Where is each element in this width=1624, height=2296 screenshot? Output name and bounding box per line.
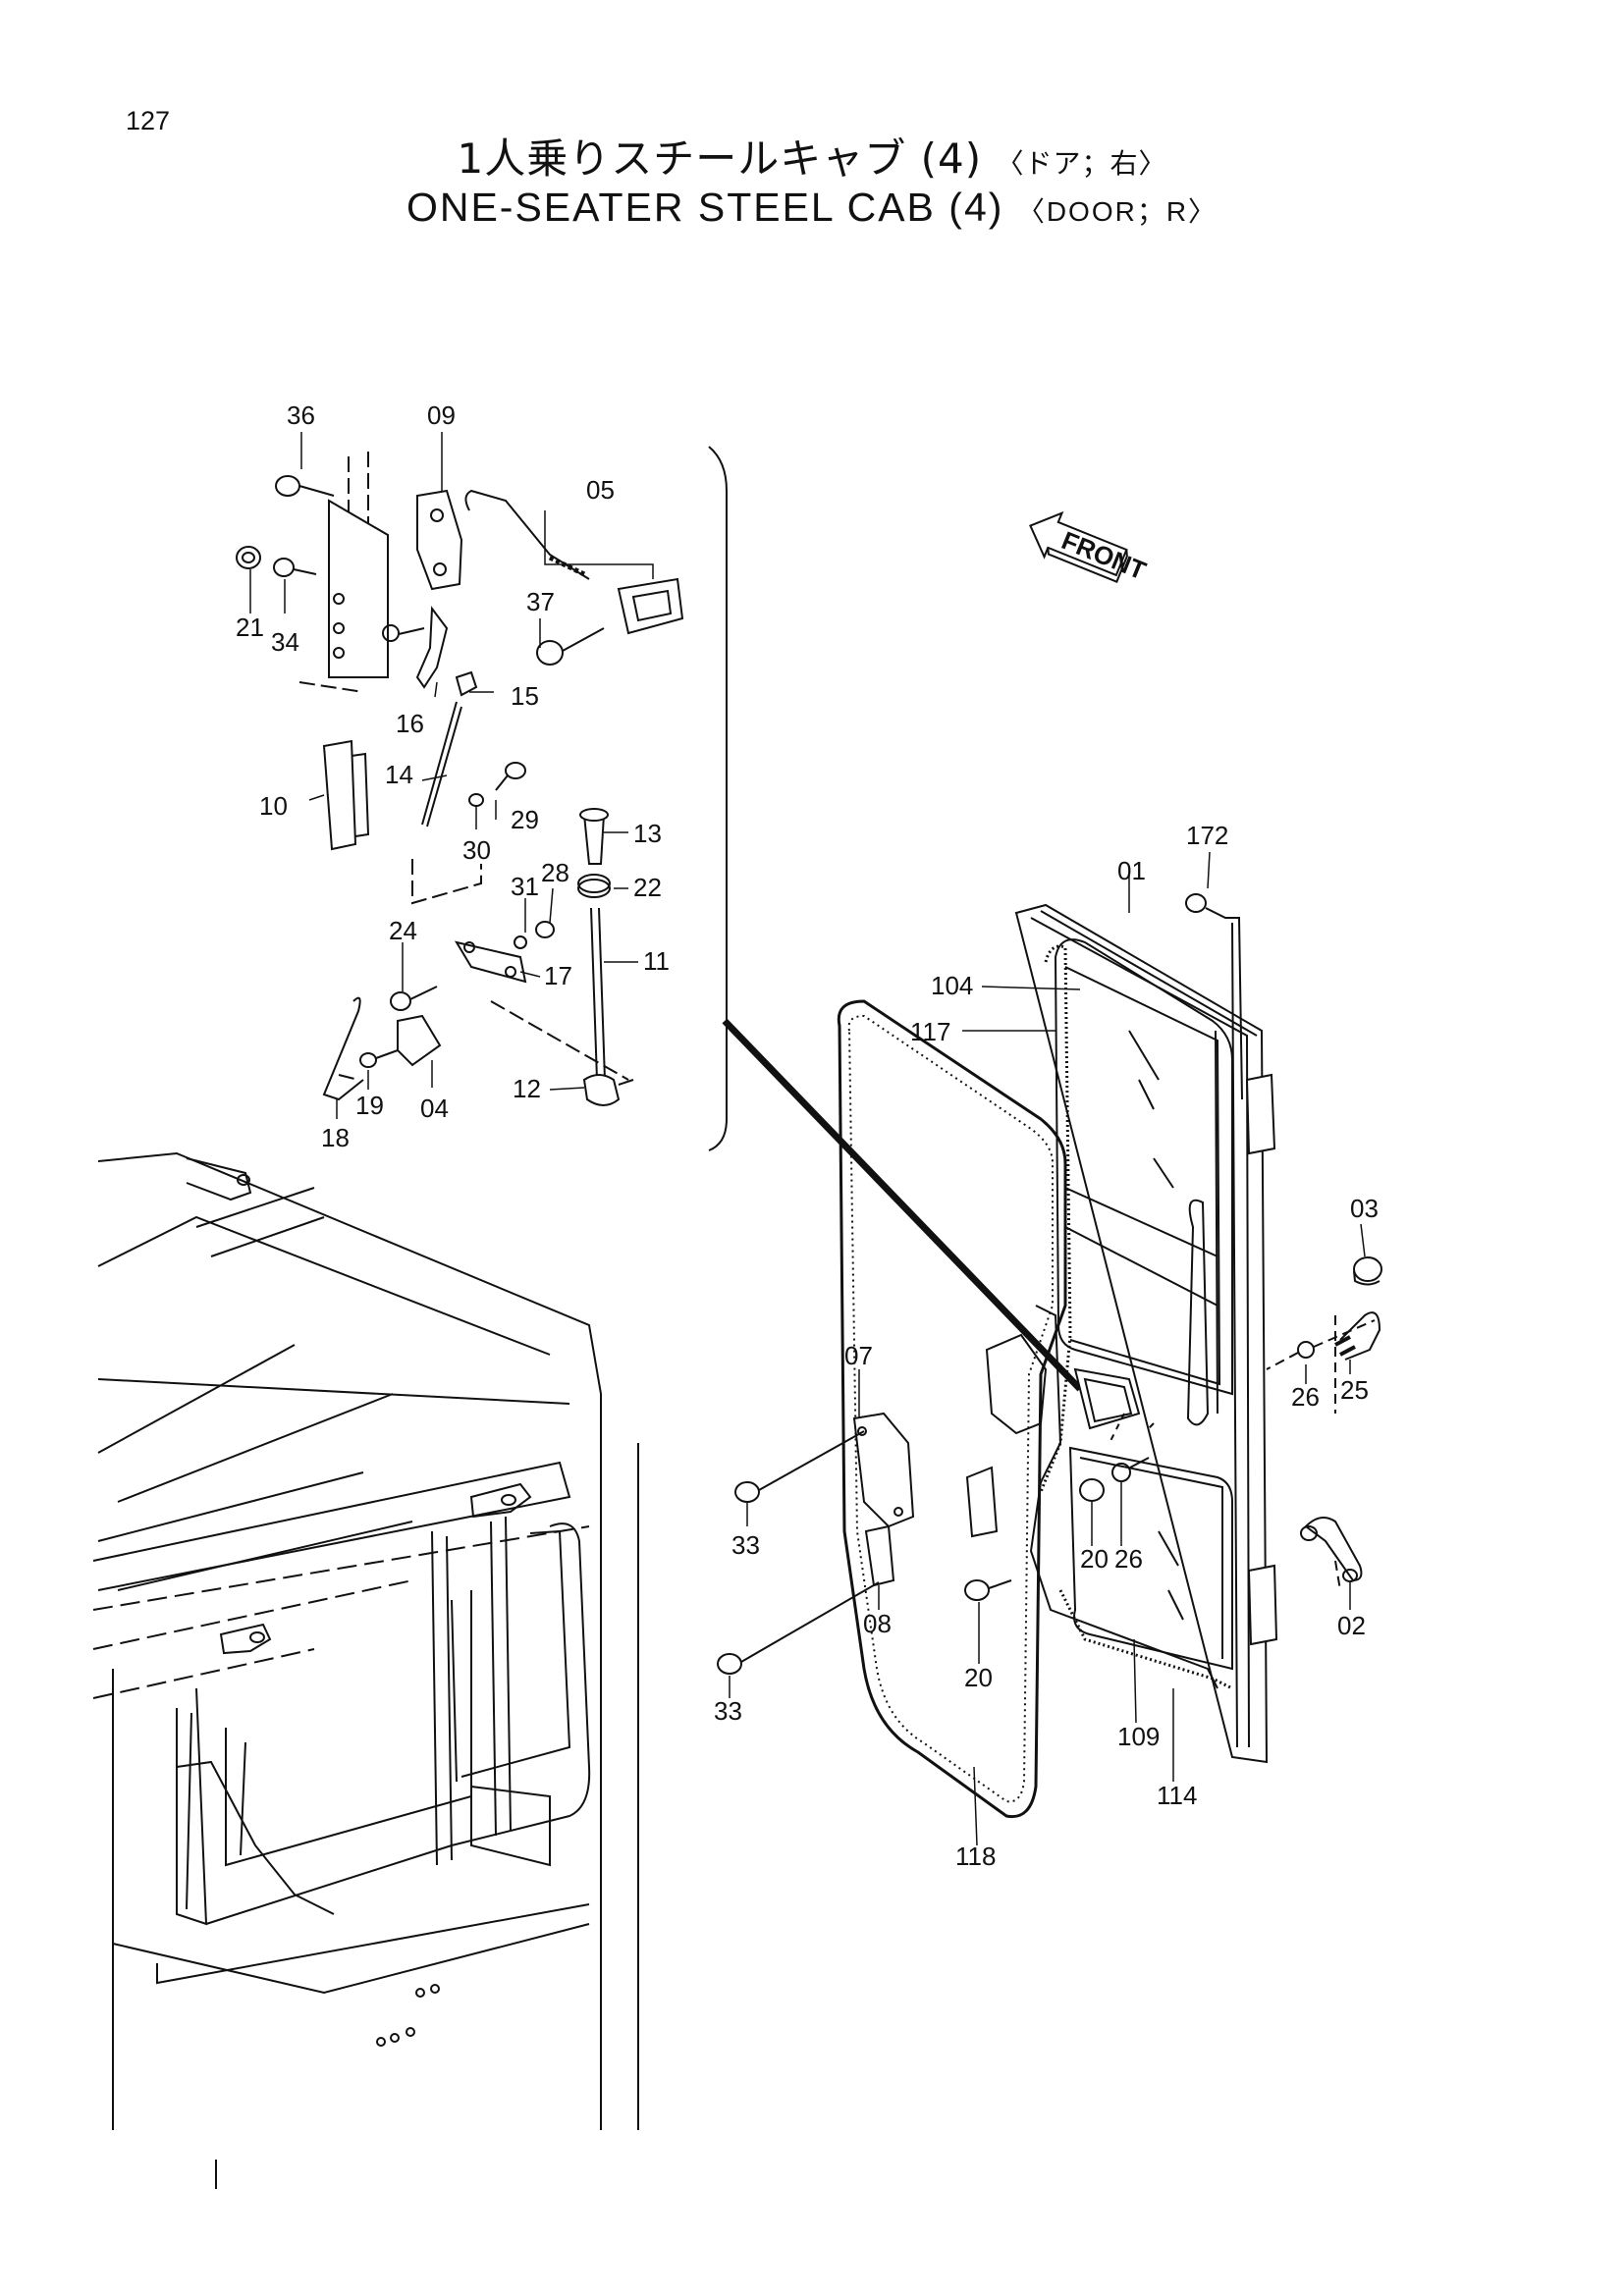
title-en-tag: 〈DOOR；R〉 (1016, 196, 1218, 227)
callout-36: 36 (287, 400, 315, 430)
callout-15: 15 (511, 681, 539, 711)
title-jp-text: 1人乗りスチールキャブ (4) (457, 134, 983, 183)
rod-14 (421, 701, 462, 828)
grommet-22-icon (577, 874, 611, 898)
clip-15 (455, 670, 478, 697)
cover-plate-08 (864, 1524, 895, 1587)
callout-26-right: 26 (1291, 1382, 1320, 1412)
nut-26-center-icon (1111, 1457, 1150, 1482)
callout-labels: 36 09 05 21 34 37 16 15 10 14 29 30 13 2… (236, 400, 1379, 1871)
title-japanese: 1人乗りスチールキャブ (4) 〈ドア；右〉 (0, 126, 1624, 186)
front-arrow-icon: FRONT (1029, 510, 1150, 586)
callout-117: 117 (910, 1017, 950, 1046)
callout-01: 01 (1117, 856, 1146, 885)
switch-box-05 (617, 577, 684, 635)
nut-26-right-icon (1266, 1319, 1376, 1370)
bolt-16-icon (382, 624, 425, 642)
page-number: 127 (126, 106, 171, 135)
bolt-19-icon (359, 1049, 399, 1068)
callout-33-lower: 33 (714, 1696, 742, 1726)
callout-08: 08 (863, 1609, 892, 1638)
rod-05 (464, 489, 590, 580)
bolt-172-icon (1185, 893, 1243, 1100)
callout-34: 34 (271, 627, 299, 657)
seal-118 (837, 999, 1067, 1819)
callout-28: 28 (541, 858, 569, 887)
callout-30: 30 (462, 835, 491, 865)
latch-mechanism-parts (236, 452, 684, 1106)
callout-37: 37 (526, 587, 555, 616)
detail-bracket (708, 446, 728, 1151)
callout-09: 09 (427, 400, 456, 430)
callout-13: 13 (633, 819, 662, 848)
callout-11: 11 (643, 946, 670, 976)
hinge-upper (1245, 1073, 1276, 1155)
bolt-34-icon (273, 558, 317, 577)
u-bolt-25 (1339, 1311, 1381, 1361)
callout-104: 104 (931, 971, 973, 1000)
bolt-24-icon (390, 986, 438, 1011)
callout-04: 04 (420, 1094, 449, 1123)
clip-31-icon (514, 935, 527, 949)
callout-05: 05 (586, 475, 615, 505)
callout-20-upper: 20 (1080, 1544, 1109, 1574)
callout-18: 18 (321, 1123, 350, 1152)
lever-17 (454, 940, 527, 984)
callout-118: 118 (955, 1842, 996, 1871)
spring-18 (322, 996, 364, 1101)
callout-21: 21 (236, 613, 264, 642)
callout-29: 29 (511, 805, 539, 834)
detail-leader (722, 1018, 1083, 1392)
bolt-33-lower-icon (717, 1581, 880, 1675)
bolt-36-icon (275, 475, 335, 497)
callout-22: 22 (633, 873, 662, 902)
pin-13 (582, 814, 606, 865)
callout-26-center: 26 (1114, 1544, 1143, 1574)
callout-24: 24 (389, 916, 417, 945)
latch-bracket-04 (397, 1014, 442, 1067)
callout-leaders (249, 432, 1366, 1846)
title-en-text: ONE-SEATER STEEL CAB (4) (406, 185, 1004, 230)
title-english: ONE-SEATER STEEL CAB (4) 〈DOOR；R〉 (0, 185, 1624, 231)
callout-114: 114 (1157, 1781, 1197, 1810)
cab-frame (92, 1151, 639, 2189)
callout-07: 07 (844, 1341, 873, 1370)
callout-20-lower: 20 (964, 1663, 993, 1692)
callout-25: 25 (1340, 1375, 1369, 1405)
cover-plate-07 (852, 1412, 915, 1528)
plug-20-upper-icon (1079, 1478, 1105, 1502)
callout-33-upper: 33 (731, 1530, 760, 1560)
nut-21-icon (236, 546, 261, 569)
callout-12: 12 (513, 1074, 541, 1103)
door-assembly (717, 893, 1382, 1819)
button-03-icon (1353, 1256, 1382, 1286)
plug-20-lower-icon (964, 1579, 1012, 1601)
callout-02: 02 (1337, 1611, 1366, 1640)
hinge-lower (1247, 1564, 1278, 1646)
bolt-37-icon (536, 627, 605, 666)
nut-28-icon (535, 921, 555, 938)
callout-172: 172 (1186, 821, 1228, 850)
bracket-10 (322, 739, 357, 851)
callout-03: 03 (1350, 1194, 1379, 1223)
callout-16: 16 (396, 709, 424, 738)
title-jp-tag: 〈ドア；右〉 (996, 147, 1167, 180)
bolt-29-icon (495, 762, 526, 791)
bracket-09 (416, 489, 463, 591)
callout-31: 31 (511, 872, 539, 901)
weatherstrip-117 (1039, 944, 1072, 1493)
washer-30-icon (468, 793, 484, 807)
callout-10: 10 (259, 791, 288, 821)
callout-19: 19 (355, 1091, 384, 1120)
door-panel-01 (1014, 903, 1269, 1764)
callout-14: 14 (385, 760, 413, 789)
lever-16 (415, 606, 449, 689)
rod-11 (590, 907, 606, 1081)
callout-109: 109 (1117, 1722, 1160, 1751)
callout-17: 17 (544, 961, 572, 990)
ball-joint-12 (582, 1074, 621, 1106)
